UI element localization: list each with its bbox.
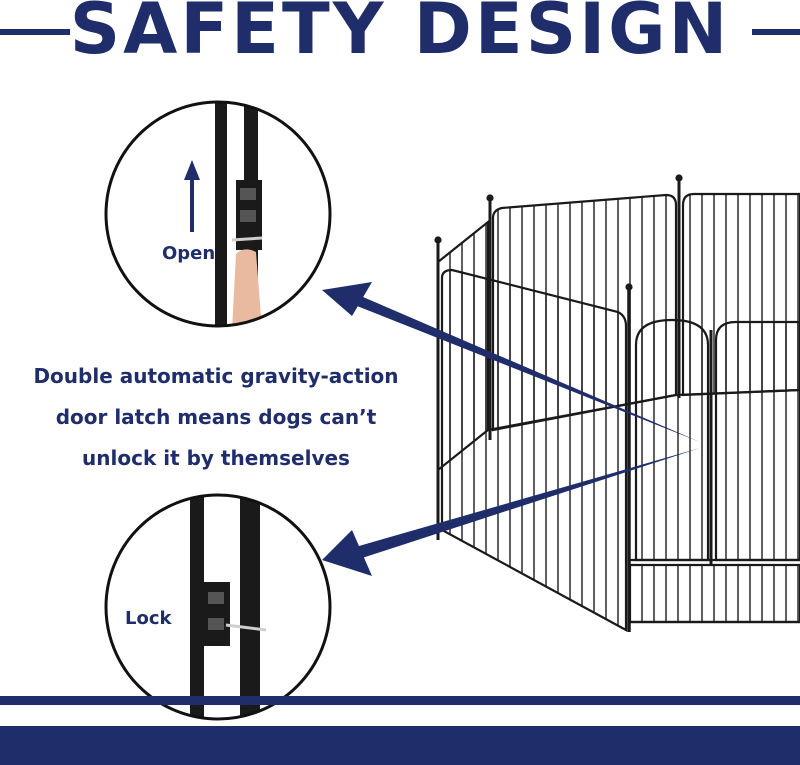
pointer-arrows xyxy=(322,282,700,576)
lock-label: Lock xyxy=(125,608,172,629)
arrow-up-icon xyxy=(184,160,200,180)
description-line-1: Double automatic gravity-action xyxy=(33,364,399,388)
description-line-3: unlock it by themselves xyxy=(82,446,350,470)
title-rule-right xyxy=(752,29,800,35)
open-detail-circle xyxy=(104,100,332,328)
playpen-fence xyxy=(434,174,800,632)
feature-description: Double automatic gravity-action door lat… xyxy=(0,356,432,479)
lock-detail-circle xyxy=(104,493,332,721)
footer-stripe-thick xyxy=(0,726,800,765)
title-rule-left xyxy=(0,29,70,35)
open-label: Open xyxy=(162,243,216,264)
description-line-2: door latch means dogs can’t xyxy=(55,405,377,429)
footer-stripe-thin xyxy=(0,696,800,705)
page-title: SAFETY DESIGN xyxy=(69,0,731,70)
